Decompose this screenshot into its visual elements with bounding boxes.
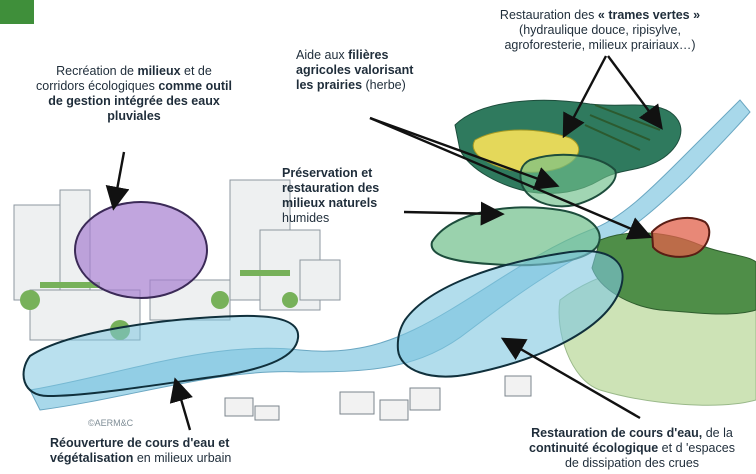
copyright-notice: ©AERM&C [88,418,133,428]
label-recreation-mid: et de [181,64,212,78]
label-trames-pre: Restauration des [500,8,598,22]
label-preservation-line4: humides [282,211,329,225]
label-restauration-cours-eau: Restauration de cours d'eau, de la conti… [512,426,752,471]
label-recreation-pre: Recréation de [56,64,137,78]
label-restauration-bold2: continuité écologique [529,441,658,455]
label-recreation: Recréation de milieux et de corridors éc… [20,64,248,124]
label-reouverture-post: en milieux urbain [133,451,231,465]
label-restauration-mid2: et d 'espaces [658,441,735,455]
label-reouverture-bold1: Réouverture de cours d'eau et [50,436,229,450]
label-trames-bold: « trames vertes » [598,8,700,22]
label-filieres-pre: Aide aux [296,48,348,62]
label-trames-line3: agroforesterie, milieux prairiaux…) [504,38,695,52]
label-preservation-bold2: restauration des [282,181,379,195]
label-recreation-bold4: pluviales [107,109,161,123]
label-restauration-line3: de dissipation des crues [565,456,699,470]
label-trames-vertes: Restauration des « trames vertes » (hydr… [450,8,750,53]
village-houses [225,376,531,420]
zone-urban-wetland [75,202,207,298]
label-recreation-line2a: corridors écologiques [36,79,158,93]
label-filieres-bold1: filières [348,48,388,62]
label-preservation-bold1: Préservation et [282,166,372,180]
label-reouverture: Réouverture de cours d'eau et végétalisa… [50,436,290,466]
label-recreation-bold2: comme outil [158,79,232,93]
label-reouverture-bold2: végétalisation [50,451,133,465]
label-trames-line2: (hydraulique douce, ripisylve, [519,23,681,37]
label-recreation-bold3: de gestion intégrée des eaux [48,94,220,108]
label-filieres-bold3: les prairies [296,78,362,92]
logo-chip [0,0,34,24]
label-filieres: Aide aux filières agricoles valorisant l… [296,48,456,93]
label-preservation-bold3: milieux naturels [282,196,377,210]
zone-agricultural-plot [652,218,709,257]
label-recreation-bold1: milieux [137,64,180,78]
label-filieres-bold2: agricoles valorisant [296,63,413,77]
arrow-reouverture [176,382,190,430]
label-preservation: Préservation et restauration des milieux… [282,166,412,226]
arrow-recreation [114,152,124,206]
label-filieres-post: (herbe) [362,78,406,92]
zone-trames-vertes [520,155,615,207]
label-restauration-bold1: Restauration de cours d'eau, [531,426,702,440]
label-restauration-mid1: de la [702,426,733,440]
